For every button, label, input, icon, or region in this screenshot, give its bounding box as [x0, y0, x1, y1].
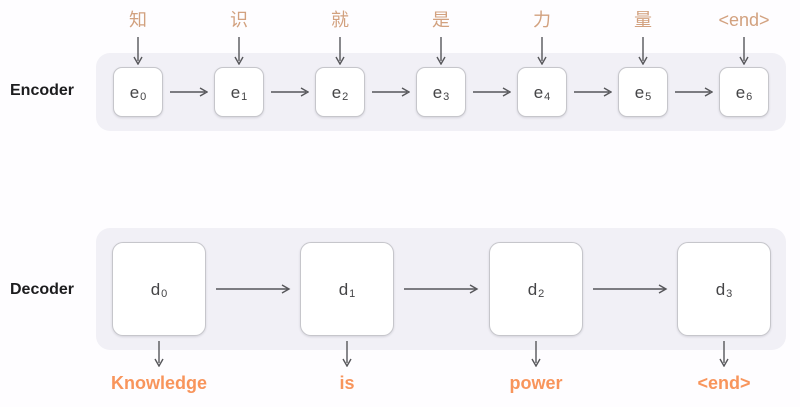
encoder-input-token: <end> [718, 10, 770, 30]
arrow-right-icon [574, 86, 612, 98]
encoder-input-token: 力 [533, 10, 551, 30]
arrow-down-icon [233, 37, 245, 65]
arrow-right-icon [593, 283, 669, 295]
encoder-input-token: 量 [634, 10, 652, 30]
arrow-down-icon [334, 37, 346, 65]
arrow-right-icon [372, 86, 410, 98]
arrow-right-icon [271, 86, 309, 98]
arrow-down-icon [738, 37, 750, 65]
arrow-right-icon [216, 283, 292, 295]
encoder-input-token: 识 [230, 10, 248, 30]
arrow-down-icon [132, 37, 144, 65]
arrow-down-icon [718, 341, 730, 367]
decoder-output-token: <end> [697, 373, 751, 393]
arrow-right-icon [404, 283, 480, 295]
arrow-right-icon [675, 86, 713, 98]
arrow-down-icon [153, 341, 165, 367]
encoder-input-token: 就 [331, 10, 349, 30]
decoder-output-token: Knowledge [110, 373, 207, 393]
arrow-down-icon [341, 341, 353, 367]
arrow-down-icon [637, 37, 649, 65]
arrow-down-icon [530, 341, 542, 367]
decoder-label: Decoder [10, 281, 75, 298]
arrow-down-icon [435, 37, 447, 65]
decoder-output-token: is [339, 373, 355, 393]
arrow-down-icon [536, 37, 548, 65]
encoder-input-token: 是 [432, 10, 450, 30]
decoder-output-token: power [509, 373, 563, 393]
encoder-label: Encoder [10, 82, 75, 99]
arrow-right-icon [473, 86, 511, 98]
encoder-input-token: 知 [129, 10, 147, 30]
arrow-right-icon [170, 86, 208, 98]
